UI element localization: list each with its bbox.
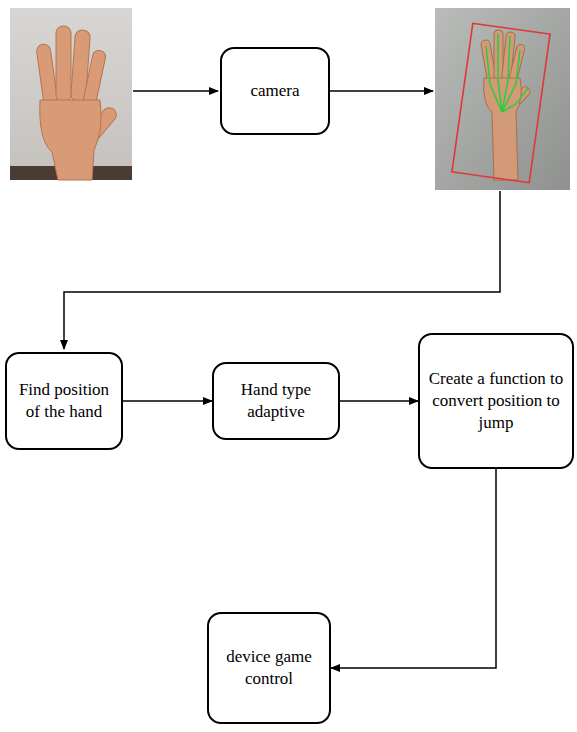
box-label: device game control bbox=[215, 646, 323, 690]
flow-arrow bbox=[331, 469, 496, 668]
flow-arrow bbox=[340, 400, 418, 402]
box-label: camera bbox=[250, 80, 299, 102]
process-box: camera bbox=[220, 47, 330, 135]
detected-hand-image bbox=[435, 8, 570, 190]
box-label: Find position of the hand bbox=[13, 379, 115, 423]
box-label: Create a function to convert position to… bbox=[426, 368, 566, 434]
process-box: Hand type adaptive bbox=[212, 362, 340, 440]
process-box: Create a function to convert position to… bbox=[418, 333, 574, 469]
flow-arrow bbox=[123, 400, 212, 402]
process-box: device game control bbox=[207, 612, 331, 724]
box-label: Hand type adaptive bbox=[220, 379, 332, 423]
hand-photo bbox=[10, 8, 132, 180]
process-box: Find position of the hand bbox=[5, 352, 123, 450]
